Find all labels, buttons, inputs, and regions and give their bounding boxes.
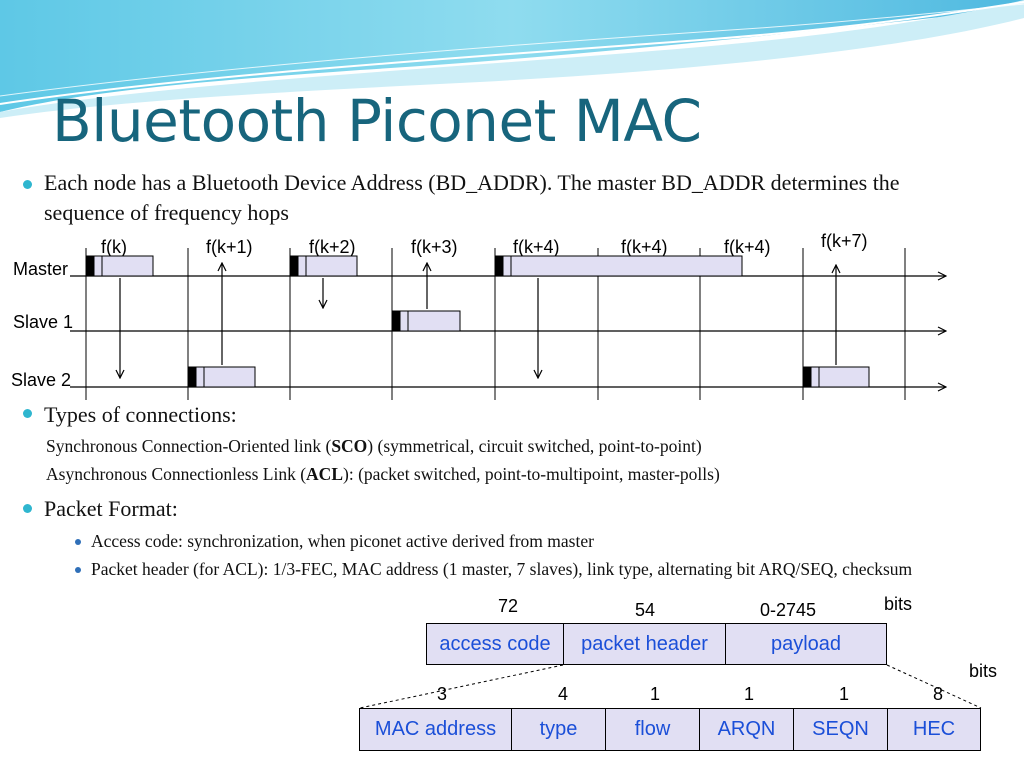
acl-description: Asynchronous Connectionless Link (ACL): … (46, 464, 720, 484)
freq-label: f(k+4) (724, 237, 771, 257)
bits-count: 3 (436, 684, 448, 704)
field-arqn: ARQN (699, 708, 794, 751)
bits-count: 1 (649, 684, 661, 704)
acl-term: ACL (306, 464, 343, 484)
bits-count: 54 (634, 600, 656, 620)
bullet-packet-format: Packet Format: (44, 496, 178, 521)
freq-label: f(k+3) (411, 237, 458, 257)
bits-count: 72 (497, 596, 519, 616)
packet-header-description: Packet header (for ACL): 1/3-FEC, MAC ad… (91, 559, 913, 579)
bullet-types-of-connections: Types of connections: (44, 402, 237, 427)
field-flow: flow (605, 708, 700, 751)
bits-unit-label: bits (968, 661, 998, 681)
bits-unit-label: bits (883, 594, 913, 614)
freq-label: f(k+4) (513, 237, 560, 257)
sub-bullet-dot (75, 539, 81, 545)
field-packet-header: packet header (563, 623, 726, 665)
bits-count: 0-2745 (759, 600, 817, 620)
bits-count: 1 (743, 684, 755, 704)
packet-block (187, 366, 256, 388)
access-code-description: Access code: synchronization, when picon… (91, 531, 594, 551)
field-access-code: access code (426, 623, 564, 665)
row-label-master: Master (13, 259, 69, 279)
header-wave-decoration (0, 0, 1024, 118)
bits-count: 1 (838, 684, 850, 704)
packet-block (391, 310, 461, 332)
freq-label: f(k) (101, 237, 127, 257)
freq-label: f(k+4) (621, 237, 668, 257)
field-hec: HEC (887, 708, 981, 751)
slide-title: Bluetooth Piconet MAC (52, 87, 702, 155)
field-type: type (511, 708, 606, 751)
packet-block (494, 255, 743, 277)
sco-term: SCO (331, 436, 368, 456)
bullet-dot (23, 180, 32, 189)
row-label-slave-1: Slave 1 (13, 312, 74, 332)
bits-count: 4 (557, 684, 569, 704)
freq-label: f(k+1) (206, 237, 253, 257)
packet-block (289, 255, 358, 277)
field-mac-address: MAC address (359, 708, 512, 751)
bullet-dot (23, 504, 32, 513)
bullet-bd-addr: Each node has a Bluetooth Device Address… (44, 170, 900, 225)
sub-bullet-dot (75, 567, 81, 573)
row-label-slave-2: Slave 2 (11, 370, 72, 390)
freq-label: f(k+2) (309, 237, 356, 257)
field-seqn: SEQN (793, 708, 888, 751)
bits-count: 8 (932, 684, 944, 704)
packet-block (802, 366, 870, 388)
bullet-dot (23, 409, 32, 418)
packet-block (85, 255, 154, 277)
freq-label: f(k+7) (821, 231, 868, 251)
sco-description: Synchronous Connection-Oriented link (SC… (46, 436, 702, 456)
field-payload: payload (725, 623, 887, 665)
